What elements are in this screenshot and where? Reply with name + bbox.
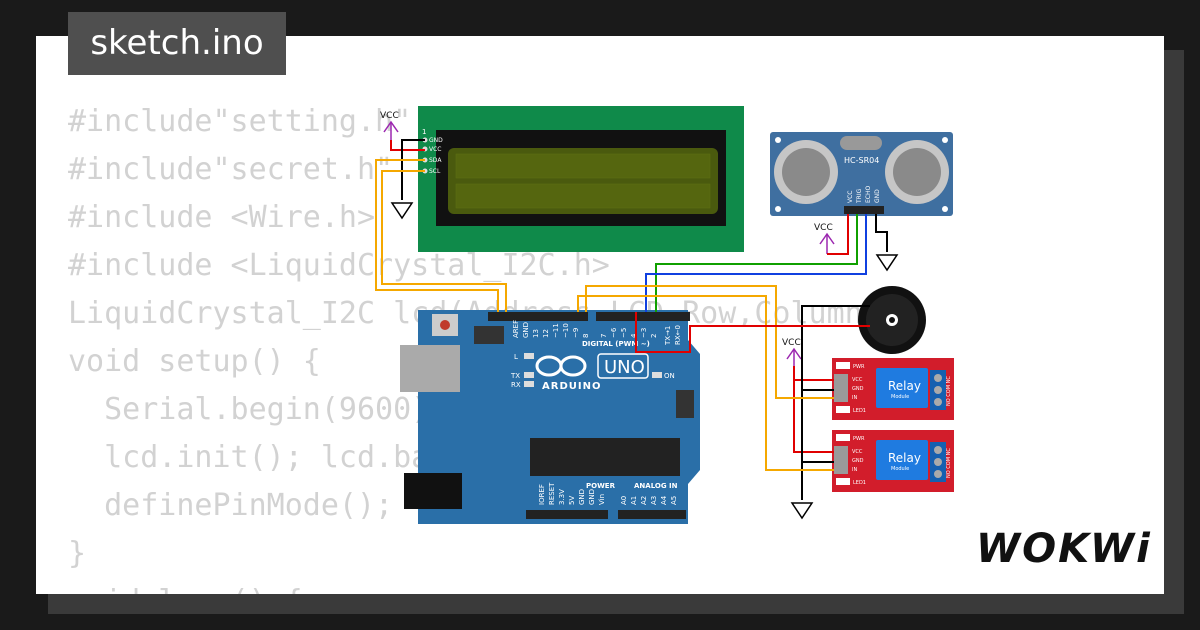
svg-text:VCC: VCC [782, 338, 801, 348]
svg-text:~11: ~11 [552, 323, 560, 338]
relay-1-title: Relay [888, 379, 921, 393]
wokwi-logo: WOKWi [976, 526, 1152, 572]
code-line: } [68, 536, 87, 571]
svg-text:LED1: LED1 [853, 408, 866, 414]
arduino-uno-board[interactable]: AREF GND 13 12 ~11 ~10 ~9 8 7 ~6 ~5 4 ~3… [400, 310, 700, 524]
code-line: Serial.begin(9600); [68, 392, 448, 427]
sensor-pin-trig: TRIG [856, 188, 863, 204]
svg-text:VCC: VCC [380, 111, 399, 121]
power-header-label: POWER [586, 482, 616, 490]
sensor-vcc-symbol: VCC [814, 223, 835, 254]
svg-text:VCC: VCC [852, 449, 863, 455]
digital-header-label: DIGITAL (PWM ~) [582, 340, 650, 348]
code-line: #include <LiquidCrystal_I2C.h> [68, 248, 610, 283]
lcd-display[interactable]: 1 GND VCC SDA SCL [418, 106, 744, 252]
svg-text:A4: A4 [660, 495, 668, 505]
lcd-pin-gnd: GND [429, 137, 443, 144]
lcd-pin-sda: SDA [429, 157, 442, 164]
ultrasonic-sensor[interactable]: HC-SR04 VCC TRIG ECHO GND [770, 132, 953, 216]
code-line: definePinMode(); [68, 488, 394, 523]
analog-header-label: ANALOG IN [634, 482, 678, 490]
svg-text:PWR: PWR [853, 364, 865, 370]
digital-pin-labels: 13 12 ~11 ~10 ~9 8 7 ~6 ~5 4 ~3 2 TX→1 R… [532, 323, 682, 346]
sensor-label: HC-SR04 [844, 156, 879, 165]
relay-ground-symbol [790, 502, 814, 520]
svg-text:GND: GND [852, 386, 864, 392]
sensor-ground-symbol [875, 254, 899, 272]
sensor-pin-gnd: GND [874, 189, 881, 203]
svg-text:RESET: RESET [548, 482, 556, 505]
svg-text:Vin: Vin [598, 494, 606, 505]
led-rx-label: RX [511, 381, 521, 389]
relay-module-1[interactable]: Relay Module NO COM NC PWR LED1 VCC GND … [832, 358, 954, 420]
lcd-pin-1-label: 1 [422, 128, 426, 136]
arduino-model: UNO [604, 357, 645, 378]
relay-1-subtitle: Module [891, 394, 909, 400]
power-pin-labels: IOREF RESET 3.3V 5V GND GND Vin [538, 482, 606, 505]
svg-text:A5: A5 [670, 496, 678, 505]
svg-text:8: 8 [582, 334, 590, 338]
svg-text:~9: ~9 [572, 328, 580, 338]
svg-text:~10: ~10 [562, 323, 570, 338]
relay-2-title: Relay [888, 451, 921, 465]
sketch-title: sketch.ino [68, 12, 286, 75]
buzzer[interactable] [858, 286, 926, 354]
svg-text:TX→1: TX→1 [664, 326, 672, 346]
svg-text:GND: GND [588, 489, 596, 505]
svg-text:VCC: VCC [852, 377, 863, 383]
lcd-pin-vcc: VCC [429, 146, 441, 153]
svg-text:PWR: PWR [853, 436, 865, 442]
code-line: #include <Wire.h> [68, 200, 376, 235]
svg-text:~5: ~5 [620, 328, 628, 338]
lcd-ground-symbol [390, 202, 414, 220]
relay-2-subtitle: Module [891, 466, 909, 472]
svg-text:GND: GND [578, 489, 586, 505]
led-l-label: L [514, 353, 518, 361]
arduino-aref: AREF [512, 320, 520, 338]
lcd-pin-scl: SCL [429, 168, 441, 175]
svg-text:GND: GND [852, 458, 864, 464]
svg-text:RX←0: RX←0 [674, 325, 682, 345]
led-tx-label: TX [510, 372, 520, 380]
lcd-vcc-symbol: VCC [380, 111, 399, 140]
svg-text:~3: ~3 [640, 328, 648, 338]
svg-text:IN: IN [852, 395, 857, 401]
svg-text:A0: A0 [620, 496, 628, 505]
code-line: #include"secret.h" [68, 152, 394, 187]
relay-vcc-symbol: VCC [782, 338, 802, 366]
arduino-logo-icon [535, 355, 587, 377]
led-on-label: ON [664, 372, 675, 380]
svg-text:IN: IN [852, 467, 857, 473]
svg-text:5V: 5V [568, 496, 576, 505]
svg-text:IOREF: IOREF [538, 484, 546, 505]
code-line: #include"setting.h" [68, 104, 412, 139]
analog-pin-labels: A0 A1 A2 A3 A4 A5 [620, 495, 678, 505]
svg-text:12: 12 [542, 329, 550, 338]
svg-text:13: 13 [532, 329, 540, 338]
relay-module-2[interactable]: Relay Module NO COM NC PWR LED1 VCC GND … [832, 430, 954, 492]
svg-text:LED1: LED1 [853, 480, 866, 486]
svg-text:NO COM NC: NO COM NC [946, 376, 952, 406]
svg-text:7: 7 [600, 334, 608, 338]
wires [375, 159, 870, 471]
arduino-gnd: GND [522, 322, 530, 338]
sensor-pin-vcc: VCC [847, 191, 854, 203]
svg-text:4: 4 [630, 333, 638, 338]
svg-text:A3: A3 [650, 496, 658, 505]
svg-text:A1: A1 [630, 496, 638, 505]
svg-text:~6: ~6 [610, 327, 618, 338]
svg-text:VCC: VCC [814, 223, 833, 233]
code-line: void setup() { [68, 344, 321, 379]
svg-text:A2: A2 [640, 496, 648, 505]
arduino-brand: ARDUINO [542, 381, 601, 392]
code-line: void loop() { [68, 578, 899, 594]
sensor-pin-echo: ECHO [865, 186, 872, 203]
svg-text:2: 2 [650, 334, 658, 338]
svg-text:NO COM NC: NO COM NC [946, 448, 952, 478]
svg-text:3.3V: 3.3V [558, 489, 566, 505]
